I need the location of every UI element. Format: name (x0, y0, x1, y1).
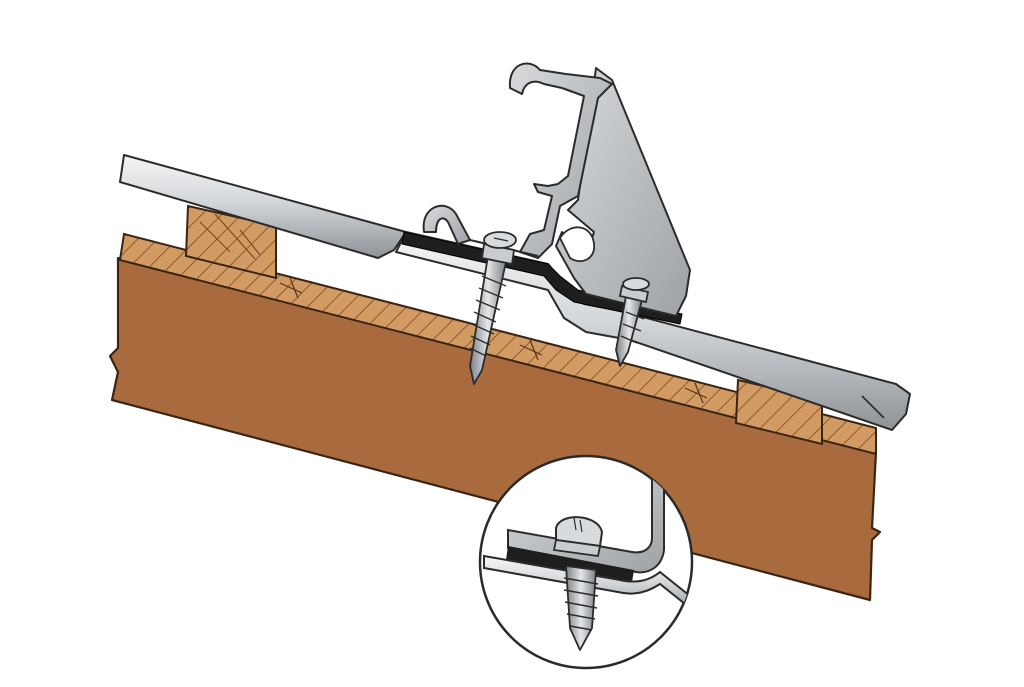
self-drilling-screw-2 (615, 277, 650, 367)
detail-gasket (506, 546, 634, 582)
self-drilling-screw-1 (469, 231, 517, 385)
mounting-bracket-rail (508, 62, 613, 259)
wood-grain-marks (279, 277, 708, 404)
rafter (108, 256, 882, 602)
batten-grain (199, 213, 261, 260)
detail-screw-washer (552, 538, 602, 558)
bracket-cutout (558, 226, 595, 263)
detail-screw-slot (573, 517, 583, 533)
metal-roof-sheet-upper (119, 154, 407, 259)
decking-board (118, 232, 877, 456)
detail-screw-head (555, 516, 604, 548)
sheet-edge-fold (861, 395, 885, 419)
mounting-bracket-hook (422, 204, 471, 245)
detail-magnifier (478, 454, 694, 670)
detail-screw-thread (563, 577, 599, 631)
